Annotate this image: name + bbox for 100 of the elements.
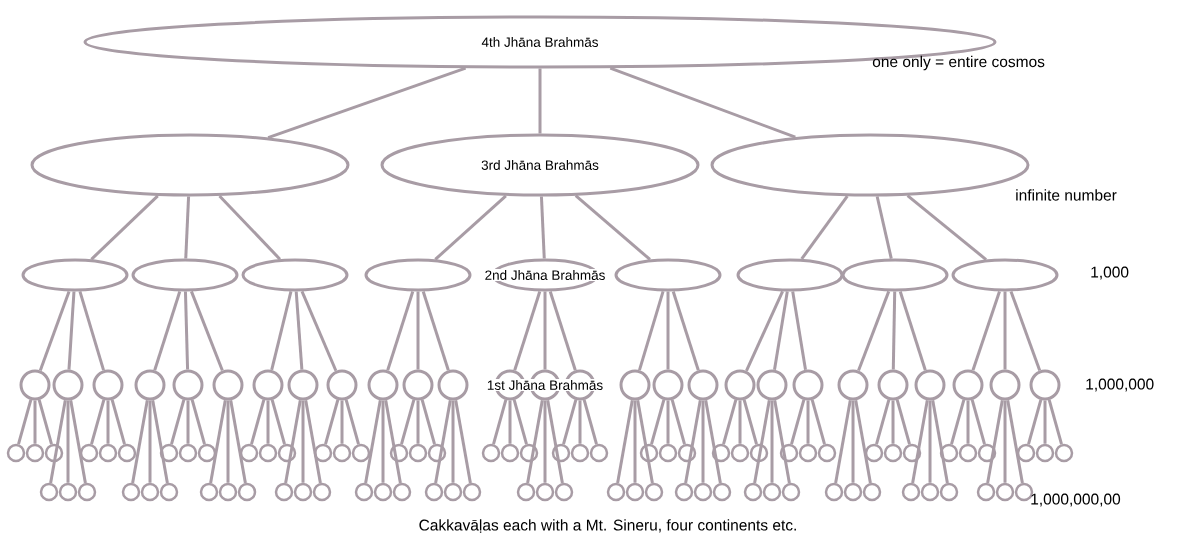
small-circle (958, 443, 978, 463)
branch-line (340, 400, 344, 444)
branch-line (538, 68, 542, 134)
branch-line (90, 399, 106, 445)
branch-line (666, 291, 670, 370)
circle (837, 369, 869, 401)
branch-line (701, 400, 705, 483)
branch-line (950, 399, 966, 445)
small-circle (237, 482, 257, 502)
small-circle (293, 482, 313, 502)
circle (687, 369, 719, 401)
small-circle (77, 482, 97, 502)
branch-line (151, 400, 169, 484)
circle (212, 369, 244, 401)
branch-line (66, 400, 70, 483)
branch-line (434, 194, 507, 261)
small-circle (516, 482, 536, 502)
small-circle (199, 482, 219, 502)
small-circle (519, 443, 539, 463)
small-circle (178, 443, 198, 463)
circle (287, 369, 319, 401)
small-circle (313, 443, 333, 463)
small-circle (625, 482, 645, 502)
small-circle (351, 443, 371, 463)
branch-line (742, 399, 758, 445)
small-circle (392, 482, 412, 502)
branch-line (454, 400, 472, 484)
branch-line (562, 399, 578, 445)
branch-line (898, 290, 927, 371)
small-circle (570, 443, 590, 463)
branch-line (300, 290, 338, 372)
branch-line (609, 66, 796, 139)
small-circle (712, 482, 732, 502)
branch-line (267, 66, 467, 139)
branch-line (183, 291, 190, 370)
branch-line (684, 400, 702, 484)
branch-line (574, 194, 651, 261)
circle (252, 369, 284, 401)
branch-line (218, 194, 281, 261)
branch-line (266, 400, 270, 444)
branch-line (148, 400, 152, 483)
small-circle (639, 443, 659, 463)
branch-line (33, 400, 37, 444)
small-circle (277, 443, 297, 463)
small-circle (864, 443, 884, 463)
small-circle (39, 482, 59, 502)
branch-line (745, 290, 784, 372)
branch-line (301, 400, 305, 483)
branch-line (704, 400, 722, 484)
small-circle (779, 443, 799, 463)
small-circle (674, 482, 694, 502)
branch-line (492, 399, 508, 445)
small-circle (443, 482, 463, 502)
branch-line (344, 399, 360, 445)
branch-line (875, 196, 893, 259)
branch-line (304, 400, 322, 484)
small-circle (535, 482, 555, 502)
branch-line (49, 400, 67, 484)
small-circle (373, 482, 393, 502)
ellipse (21, 258, 129, 292)
branch-line (270, 291, 293, 371)
branch-line (548, 290, 577, 371)
small-circle (159, 443, 179, 463)
circle (952, 369, 984, 401)
small-circle (258, 443, 278, 463)
branch-line (650, 399, 666, 445)
branch-line (421, 290, 450, 371)
branch-line (17, 399, 33, 445)
branch-line (891, 291, 897, 370)
small-circle (862, 482, 882, 502)
circle (756, 369, 788, 401)
small-circle (25, 443, 45, 463)
small-circle (117, 443, 137, 463)
branch-line (875, 399, 891, 445)
branch-line (578, 400, 582, 444)
circle (134, 369, 166, 401)
branch-line (67, 291, 76, 370)
small-circle (711, 443, 731, 463)
branch-line (543, 400, 547, 483)
small-circle (730, 443, 750, 463)
small-circle (218, 482, 238, 502)
small-circle (500, 443, 520, 463)
small-circle (389, 443, 409, 463)
small-circle (749, 443, 769, 463)
branch-line (170, 399, 186, 445)
branch-line (986, 400, 1004, 484)
branch-line (971, 290, 1001, 371)
small-circle (58, 482, 78, 502)
branch-line (670, 399, 686, 445)
small-circle (589, 443, 609, 463)
branch-line (582, 399, 598, 445)
small-circle (939, 482, 959, 502)
small-circle (693, 482, 713, 502)
branch-line (616, 400, 634, 484)
ellipse (951, 258, 1059, 292)
small-circle (462, 482, 482, 502)
branch-line (806, 400, 810, 444)
small-circle (977, 443, 997, 463)
branch-line (131, 400, 149, 484)
branch-line (854, 400, 872, 484)
